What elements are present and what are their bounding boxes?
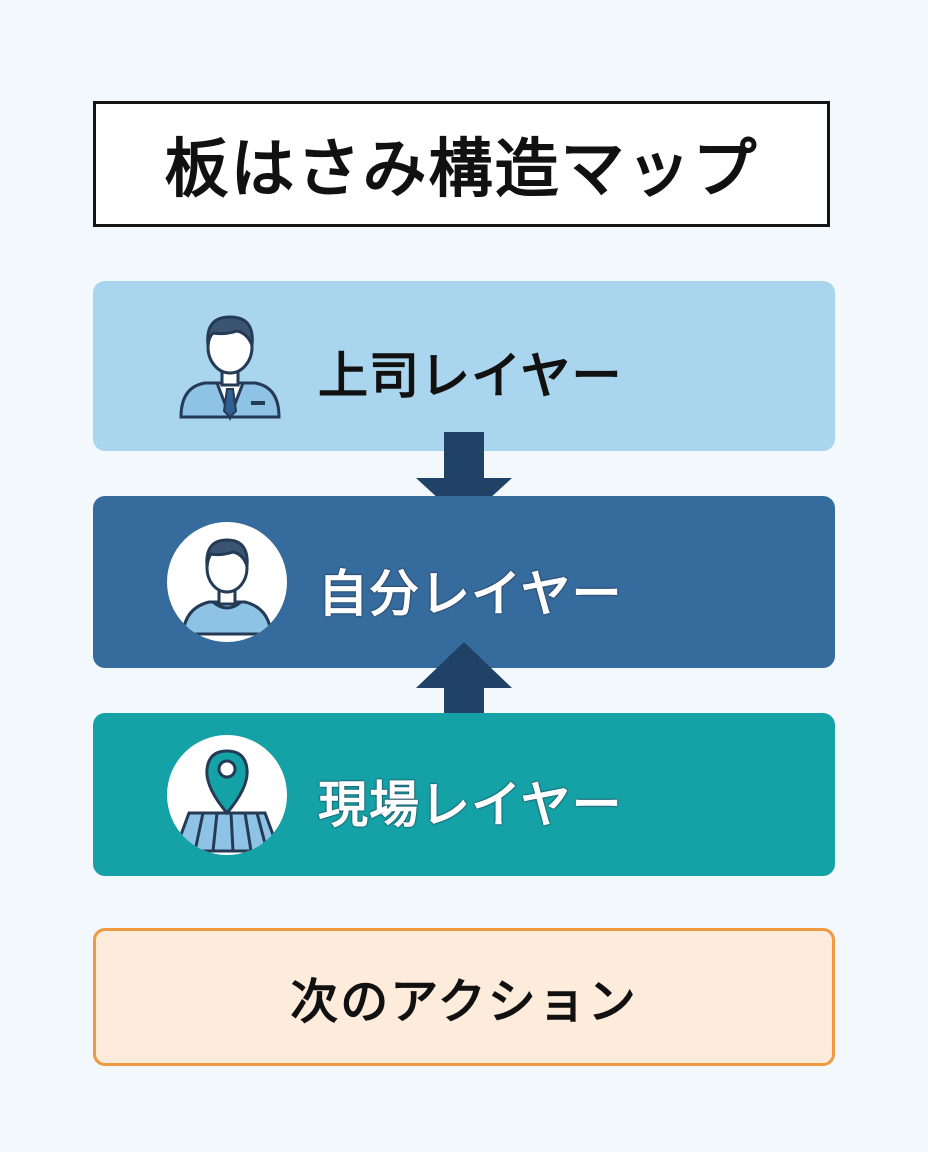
page-title: 板はさみ構造マップ xyxy=(164,133,759,207)
layer-field-label: 現場レイヤー xyxy=(318,776,623,834)
layer-field: 現場レイヤー xyxy=(93,713,835,876)
layer-boss: 上司レイヤー xyxy=(93,281,835,451)
businessman-icon xyxy=(175,305,285,425)
person-icon xyxy=(167,522,287,642)
map-pin-icon xyxy=(167,735,287,855)
next-action-label: 次のアクション xyxy=(290,974,638,1030)
layer-boss-label: 上司レイヤー xyxy=(318,347,623,405)
title-box: 板はさみ構造マップ xyxy=(93,101,830,227)
layer-self-label: 自分レイヤー xyxy=(318,565,623,623)
next-action-box: 次のアクション xyxy=(93,928,835,1066)
layer-self: 自分レイヤー xyxy=(93,496,835,668)
